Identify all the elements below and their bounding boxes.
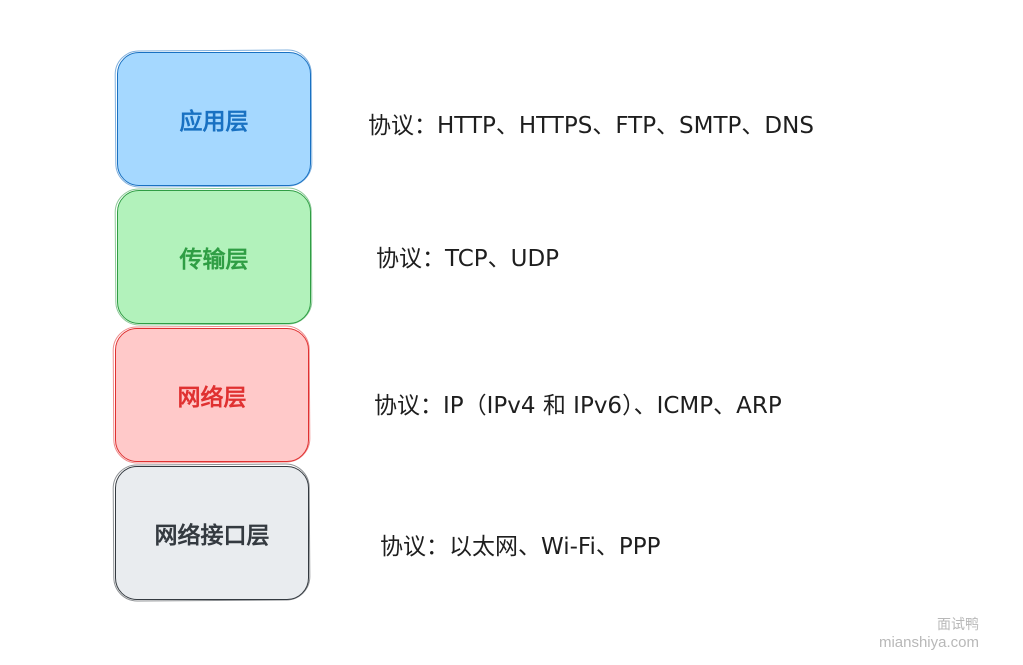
- protocols-application: 协议：HTTP、HTTPS、FTP、SMTP、DNS: [368, 113, 814, 139]
- protocols-transport: 协议：TCP、UDP: [376, 246, 560, 272]
- layer-label-network: 网络层: [177, 385, 247, 411]
- watermark-url: mianshiya.com: [878, 634, 979, 651]
- layer-label-network-interface: 网络接口层: [154, 523, 270, 549]
- protocols-network: 协议：IP（IPv4 和 IPv6）、ICMP、ARP: [374, 393, 782, 419]
- layer-box-network: 网络层: [115, 328, 309, 462]
- layer-box-network-interface: 网络接口层: [115, 466, 309, 600]
- layer-label-transport: 传输层: [179, 247, 249, 273]
- layer-box-transport: 传输层: [117, 190, 311, 324]
- layer-label-application: 应用层: [179, 109, 249, 135]
- protocols-network-interface: 协议：以太网、Wi-Fi、PPP: [380, 534, 661, 560]
- layer-box-application: 应用层: [117, 52, 311, 186]
- watermark-brand: 面试鸭: [937, 616, 979, 632]
